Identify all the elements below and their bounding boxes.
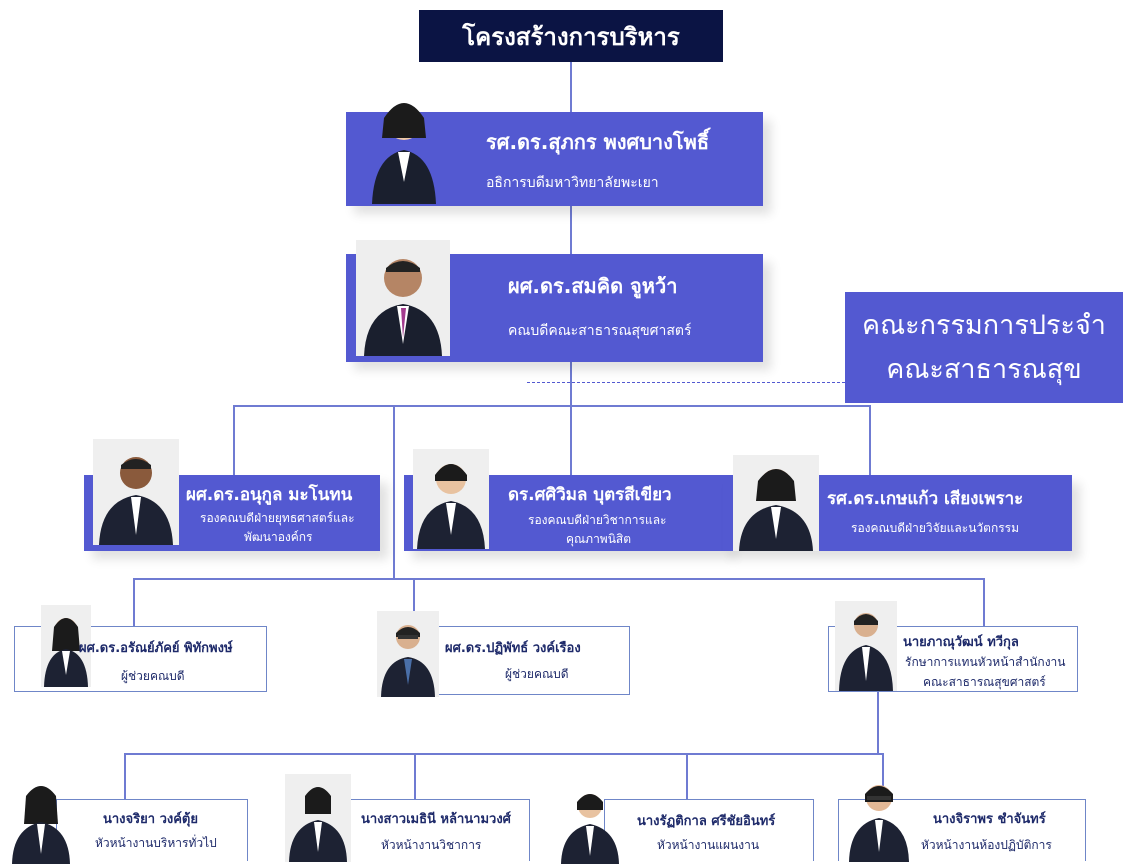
staff-photo-4 [843, 774, 915, 862]
assistant-card-3: นายภาณุวัฒน์ ทวีกุล รักษาการแทนหัวหน้าสำ… [828, 601, 1078, 692]
connector-staff-4 [882, 753, 884, 799]
connector-vice-3 [869, 405, 871, 475]
connector-staff-3 [686, 753, 688, 799]
vice-dean-role-2a: รองคณบดีฝ่ายวิชาการและ [528, 513, 667, 527]
vice-dean-photo-2 [413, 449, 489, 549]
vice-dean-bus [233, 405, 871, 407]
vice-dean-card-1: ผศ.ดร.อนุกูล มะโนทน รองคณบดีฝ่ายยุทธศาสต… [84, 439, 380, 551]
dean-role: คณบดีคณะสาธารณสุขศาสตร์ [508, 323, 692, 339]
connector-dean-vice [570, 362, 572, 406]
staff-name-2: นางสาวเมธินี หล้านามวงศ์ [361, 812, 511, 827]
connector-assistant-trunk [393, 405, 395, 579]
committee-dashed-link [527, 382, 845, 383]
assistant-name-2: ผศ.ดร.ปฏิพัทธ์ วงค์เรือง [445, 641, 581, 656]
assistant-photo-1 [41, 605, 91, 687]
vice-dean-role-1a: รองคณบดีฝ่ายยุทธศาสตร์และ [200, 511, 355, 525]
dean-photo [356, 240, 450, 356]
president-card: รศ.ดร.สุภกร พงศบางโพธิ์ อธิการบดีมหาวิทย… [346, 103, 763, 206]
committee-line-1: คณะกรรมการประจำ [862, 310, 1106, 341]
assistant-card-2: ผศ.ดร.ปฏิพัทธ์ วงค์เรือง ผู้ช่วยคณบดี [377, 611, 630, 697]
staff-role-2: หัวหน้างานวิชาการ [381, 838, 482, 852]
connector-assistant-1 [133, 578, 135, 626]
staff-photo-3 [557, 784, 623, 864]
dean-name: ผศ.ดร.สมคิด จูหว้า [508, 274, 678, 298]
president-role: อธิการบดีมหาวิทยาลัยพะเยา [486, 175, 659, 191]
vice-dean-name-2: ดร.ศศิวิมล บุตรสีเขียว [508, 485, 672, 505]
connector-title-president [570, 62, 572, 112]
staff-card-2: นางสาวเมธินี หล้านามวงศ์ หัวหน้างานวิชาก… [285, 774, 530, 862]
assistant-role-2: ผู้ช่วยคณบดี [505, 667, 569, 681]
staff-name-3: นางรัฏติกาล ศรีชัยอินทร์ [637, 814, 776, 829]
staff-role-3: หัวหน้างานแผนงาน [657, 838, 760, 852]
vice-dean-role-3a: รองคณบดีฝ่ายวิจัยและนวัตกรรม [851, 521, 1020, 535]
connector-president-dean [570, 206, 572, 254]
vice-dean-photo-3 [733, 455, 819, 551]
assistant-role-3b: คณะสาธารณสุขศาสตร์ [923, 675, 1046, 689]
staff-bus [124, 753, 884, 755]
page-title: โครงสร้างการบริหาร [419, 10, 723, 62]
staff-name-4: นางจิราพร ชำจันทร์ [933, 812, 1046, 827]
connector-assistant-3 [983, 578, 985, 626]
staff-name-1: นางจริยา วงค์ตุ้ย [103, 812, 198, 827]
assistant-name-3: นายภาณุวัฒน์ ทวีกุล [903, 635, 1019, 650]
vice-dean-photo-1 [93, 439, 179, 545]
president-name: รศ.ดร.สุภกร พงศบางโพธิ์ [486, 130, 710, 154]
vice-dean-name-1: ผศ.ดร.อนุกูล มะโนทน [186, 485, 353, 505]
assistant-role-3a: รักษาการแทนหัวหน้าสำนักงาน [905, 655, 1066, 669]
vice-dean-role-1b: พัฒนาองค์กร [244, 530, 313, 544]
vice-dean-card-3: รศ.ดร.เกษแก้ว เสียงเพราะ รองคณบดีฝ่ายวิจ… [723, 455, 1072, 551]
assistant-role-1: ผู้ช่วยคณบดี [121, 669, 185, 683]
staff-card-3: นางรัฏติกาล ศรีชัยอินทร์ หัวหน้างานแผนงา… [561, 794, 814, 864]
staff-photo-1 [9, 774, 73, 864]
connector-vice-1 [233, 405, 235, 475]
committee-line-2: คณะสาธารณสุข [886, 354, 1082, 385]
president-photo [364, 92, 444, 204]
assistant-bus [133, 578, 985, 580]
staff-card-4: นางจิราพร ชำจันทร์ หัวหน้างานห้องปฏิบัติ… [838, 785, 1086, 862]
vice-dean-name-3: รศ.ดร.เกษแก้ว เสียงเพราะ [827, 489, 1024, 509]
dean-card: ผศ.ดร.สมคิด จูหว้า คณบดีคณะสาธารณสุขศาสต… [346, 240, 763, 362]
staff-photo-2 [285, 774, 351, 862]
connector-vice-2 [570, 405, 572, 475]
assistant-photo-2 [377, 611, 439, 697]
connector-staff-1 [124, 753, 126, 799]
vice-dean-role-2b: คุณภาพนิสิต [566, 532, 632, 546]
assistant-photo-3 [835, 601, 897, 691]
connector-office-staff [877, 692, 879, 754]
committee-box: คณะกรรมการประจำ คณะสาธารณสุข [845, 292, 1123, 403]
connector-assistant-2 [413, 578, 415, 626]
assistant-card-1: ผศ.ดร.อรัณย์ภัคย์ พิทักพงษ์ ผู้ช่วยคณบดี [14, 605, 267, 692]
staff-role-4: หัวหน้างานห้องปฏิบัติการ [921, 838, 1052, 852]
staff-card-1: นางจริยา วงค์ตุ้ย หัวหน้างานบริหารทั่วไป [12, 786, 248, 864]
staff-role-1: หัวหน้างานบริหารทั่วไป [95, 836, 217, 850]
assistant-name-1: ผศ.ดร.อรัณย์ภัคย์ พิทักพงษ์ [79, 641, 233, 656]
vice-dean-card-2: ดร.ศศิวิมล บุตรสีเขียว รองคณบดีฝ่ายวิชาก… [404, 449, 727, 551]
connector-staff-2 [414, 753, 416, 799]
